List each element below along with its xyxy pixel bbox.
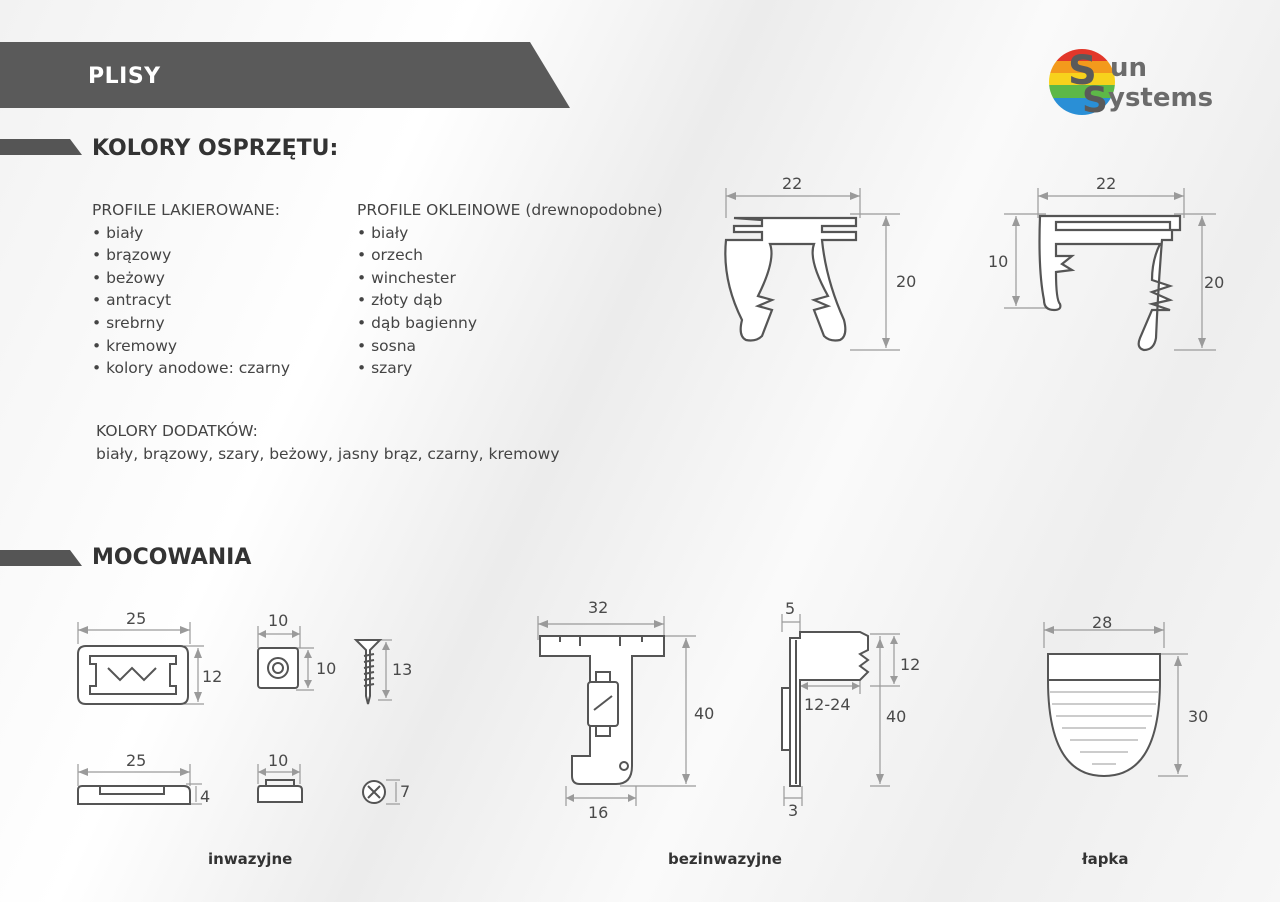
side-range: 12-24 [804, 695, 851, 714]
clamp-height: 30 [1188, 707, 1208, 726]
profile-b-inner: 10 [988, 252, 1008, 271]
list-item: biały [357, 222, 663, 245]
side-height: 40 [886, 707, 906, 726]
page-title: PLISY [88, 64, 161, 89]
header-banner [0, 42, 570, 108]
square-width: 10 [268, 611, 288, 630]
section-bar-mounting [0, 550, 82, 566]
list-item: sosna [357, 335, 663, 358]
profile-drawings: 22 20 22 10 20 [724, 174, 1224, 352]
list-item: antracyt [92, 289, 290, 312]
veneered-list: PROFILE OKLEINOWE (drewnopodobne) biały … [357, 199, 663, 380]
section-title-colors: KOLORY OSPRZĘTU: [92, 136, 339, 161]
lacquered-heading: PROFILE LAKIEROWANE: [92, 201, 280, 219]
profile-b-height: 20 [1204, 273, 1224, 292]
section-title-mounting: MOCOWANIA [92, 545, 252, 570]
list-item: kolory anodowe: czarny [92, 357, 290, 380]
side-right: 12 [900, 655, 920, 674]
list-item: srebrny [92, 312, 290, 335]
veneered-heading: PROFILE OKLEINOWE (drewnopodobne) [357, 201, 663, 219]
additions-block: KOLORY DODATKÓW: biały, brązowy, szary, … [96, 420, 560, 465]
screw-length: 13 [392, 660, 412, 679]
sun-systems-logo: S un S ystems [1046, 46, 1246, 122]
section-bar-colors [0, 139, 82, 155]
clip-height: 12 [202, 667, 222, 686]
caption-noninvasive: bezinwazyjne [668, 850, 782, 868]
rail-height: 4 [200, 787, 210, 806]
side-top: 5 [785, 600, 795, 618]
bracket-height: 40 [694, 704, 714, 723]
small-width: 10 [268, 751, 288, 770]
list-item: kremowy [92, 335, 290, 358]
logo-line-2: ystems [1108, 83, 1213, 113]
list-item: winchester [357, 267, 663, 290]
profile-b-width: 22 [1096, 174, 1116, 193]
profile-a-width: 22 [782, 174, 802, 193]
bracket-bottom: 16 [588, 803, 608, 822]
mounting-drawings: 25 12 10 10 13 25 4 10 7 32 40 16 5 12 1… [77, 600, 1208, 822]
screw-head: 7 [400, 782, 410, 801]
rail-width: 25 [126, 751, 146, 770]
profile-a-height: 20 [896, 272, 916, 291]
clamp-width: 28 [1092, 613, 1112, 632]
caption-invasive: inwazyjne [208, 850, 293, 868]
list-item: złoty dąb [357, 289, 663, 312]
bracket-width: 32 [588, 600, 608, 617]
caption-clamp: łapka [1082, 850, 1129, 868]
list-item: brązowy [92, 244, 290, 267]
list-item: beżowy [92, 267, 290, 290]
clip-width: 25 [126, 609, 146, 628]
logo-line-1: un [1110, 53, 1147, 83]
list-item: orzech [357, 244, 663, 267]
side-bottom: 3 [788, 801, 798, 820]
list-item: biały [92, 222, 290, 245]
logo-graphic: S un S ystems [1049, 48, 1213, 121]
list-item: szary [357, 357, 663, 380]
additions-heading: KOLORY DODATKÓW: [96, 422, 258, 440]
additions-text: biały, brązowy, szary, beżowy, jasny brą… [96, 444, 560, 463]
logo-initial-2: S [1082, 80, 1108, 118]
logo-initial-1: S [1068, 48, 1097, 94]
list-item: dąb bagienny [357, 312, 663, 335]
square-height: 10 [316, 659, 336, 678]
lacquered-list: PROFILE LAKIEROWANE: biały brązowy beżow… [92, 199, 290, 380]
